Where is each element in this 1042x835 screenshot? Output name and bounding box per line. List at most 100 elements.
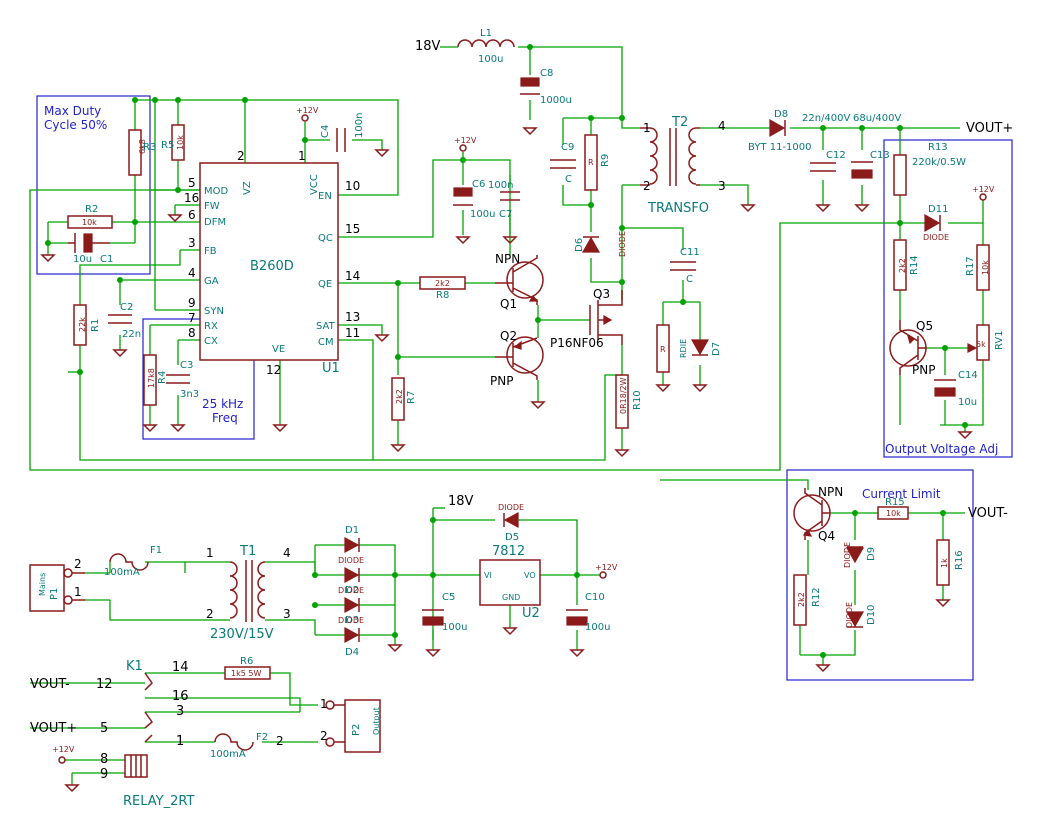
svg-text:R8: R8 — [436, 290, 449, 301]
transistor-q2: Q2 PNP — [490, 329, 544, 388]
svg-text:5: 5 — [188, 176, 196, 190]
svg-text:10k: 10k — [886, 509, 901, 518]
svg-text:2k2: 2k2 — [395, 389, 404, 404]
diode-d10: DIODE D10 — [845, 602, 877, 628]
capacitor-c9: C9 C — [550, 142, 576, 185]
resistor-rdamp: R RDIE — [656, 324, 688, 373]
svg-text:1: 1 — [74, 585, 82, 599]
svg-text:VO: VO — [524, 571, 536, 580]
svg-text:7812: 7812 — [492, 544, 525, 559]
svg-text:68u/400V: 68u/400V — [853, 113, 902, 124]
svg-text:SAT: SAT — [316, 321, 336, 332]
resistor-r13: R13 220k/0.5W — [893, 142, 966, 196]
diode-d8: D8 BYT 11-1000 — [748, 109, 812, 153]
svg-text:MOD: MOD — [204, 186, 228, 197]
freq-box — [142, 318, 255, 440]
svg-text:2k2: 2k2 — [898, 258, 907, 273]
capacitor-c1: C1 10u — [68, 233, 113, 265]
svg-text:R4: R4 — [157, 371, 168, 384]
svg-text:C1: C1 — [100, 254, 113, 265]
svg-text:R5: R5 — [161, 140, 174, 151]
inductor-l1: L1 100u — [457, 28, 515, 65]
resistor-r7: 2k2 R7 — [391, 377, 417, 421]
diode-d5: DIODE D5 — [498, 503, 524, 543]
svg-text:C4: C4 — [320, 125, 331, 138]
resistor-r6: R6 1k5 5W — [224, 656, 271, 680]
svg-text:C14: C14 — [958, 370, 978, 381]
svg-text:14: 14 — [172, 660, 189, 675]
svg-text:100mA: 100mA — [210, 749, 246, 760]
resistor-r14: 2k2 R14 — [893, 239, 920, 291]
transistor-q5: Q5 PNP — [889, 319, 935, 377]
svg-text:PNP: PNP — [912, 363, 935, 377]
svg-text:PNP: PNP — [490, 374, 513, 388]
svg-text:1k: 1k — [940, 558, 949, 568]
svg-text:C6: C6 — [472, 179, 485, 190]
svg-text:QE: QE — [318, 279, 332, 290]
max-duty-box — [36, 95, 151, 275]
resistor-r5: 10k R5 — [161, 124, 185, 161]
svg-text:1000u: 1000u — [540, 95, 572, 106]
svg-text:DIODE: DIODE — [498, 503, 524, 512]
svg-text:5k: 5k — [976, 340, 986, 349]
svg-text:3n3: 3n3 — [180, 389, 199, 400]
transformer-t1: 1 2 4 3 T1 230V/15V — [206, 544, 291, 642]
svg-text:NPN: NPN — [818, 485, 843, 499]
svg-text:RV1: RV1 — [994, 330, 1005, 350]
svg-text:16: 16 — [184, 191, 199, 205]
freq-label-1: 25 kHz — [202, 397, 243, 411]
svg-text:12: 12 — [266, 363, 281, 377]
output-adj-label: Output Voltage Adj — [885, 442, 998, 456]
svg-text:1k5 5W: 1k5 5W — [231, 669, 261, 678]
svg-text:DFM: DFM — [204, 217, 226, 228]
svg-text:C12: C12 — [826, 150, 846, 161]
fuse-f2: F2 100mA 2 — [210, 732, 284, 760]
capacitor-c4: C4 100n — [320, 113, 365, 152]
svg-text:R6: R6 — [240, 656, 253, 667]
svg-text:R1: R1 — [90, 319, 101, 332]
ground-symbols — [40, 127, 973, 793]
svg-text:P1: P1 — [49, 588, 60, 600]
svg-text:D1: D1 — [345, 525, 359, 536]
svg-text:RELAY_2RT: RELAY_2RT — [123, 794, 194, 809]
diode-d9: DIODE D9 — [843, 542, 877, 568]
svg-text:1: 1 — [320, 697, 328, 711]
svg-text:D6: D6 — [574, 238, 585, 252]
svg-text:220k/0.5W: 220k/0.5W — [912, 157, 966, 168]
svg-text:+12V: +12V — [972, 185, 995, 194]
current-limit-box — [786, 469, 974, 681]
svg-text:VI: VI — [484, 571, 492, 580]
max-duty-label-2: Cycle 50% — [44, 118, 107, 132]
diode-d11: D11 DIODE — [923, 204, 949, 242]
svg-text:4: 4 — [718, 119, 726, 133]
svg-text:2: 2 — [74, 557, 82, 571]
svg-text:230V/15V: 230V/15V — [210, 627, 274, 642]
svg-text:D7: D7 — [711, 342, 722, 356]
svg-text:EN: EN — [318, 191, 332, 202]
svg-text:P16NF06: P16NF06 — [550, 336, 604, 350]
svg-text:100mA: 100mA — [104, 567, 140, 578]
svg-text:R7: R7 — [406, 391, 417, 404]
svg-text:C7: C7 — [499, 209, 512, 220]
svg-text:SYN: SYN — [204, 306, 224, 317]
capacitor-c7: 100n C7 — [488, 180, 520, 220]
svg-text:100u: 100u — [585, 622, 610, 633]
svg-text:+12V: +12V — [52, 745, 75, 754]
svg-text:C11: C11 — [680, 247, 700, 258]
resistor-r9: R R9 — [584, 134, 611, 191]
svg-text:10k: 10k — [176, 135, 185, 150]
svg-text:D11: D11 — [928, 204, 948, 215]
potentiometer-rv1: 5k RV1 — [967, 324, 1005, 361]
vout-minus-label: VOUT- — [968, 506, 1008, 521]
svg-text:+12V: +12V — [454, 136, 477, 145]
svg-text:C: C — [565, 174, 572, 185]
svg-text:11: 11 — [345, 326, 360, 340]
resistor-r1: 22k R1 — [73, 304, 101, 346]
transistor-q1: NPN Q1 — [495, 252, 544, 311]
svg-text:P2: P2 — [351, 724, 362, 736]
svg-text:QC: QC — [318, 233, 333, 244]
svg-text:R3: R3 — [143, 142, 156, 153]
svg-text:Q2: Q2 — [500, 329, 517, 343]
svg-text:3: 3 — [176, 704, 184, 719]
